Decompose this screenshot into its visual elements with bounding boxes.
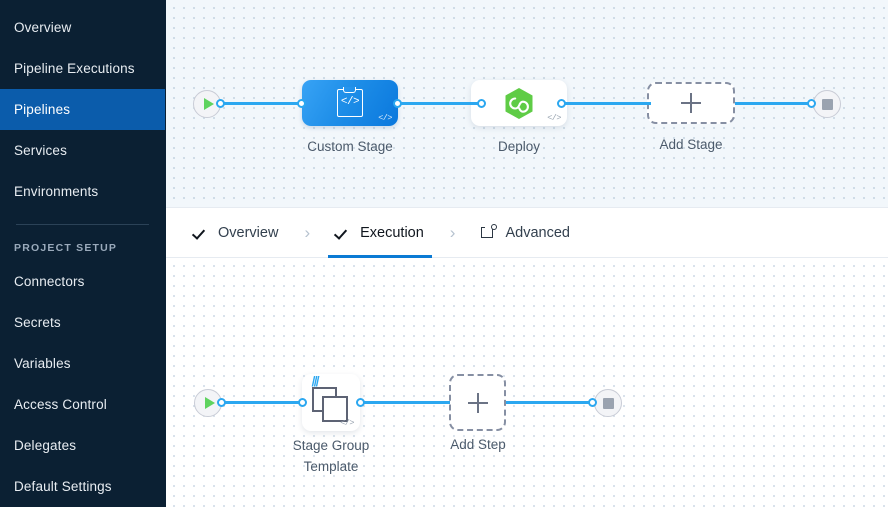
- tab-advanced[interactable]: Advanced: [473, 207, 578, 258]
- stage-config-tabs: Overview › Execution › Advanced: [166, 207, 888, 258]
- sidebar-item-label: Access Control: [14, 397, 107, 412]
- sidebar-item-services[interactable]: Services: [0, 130, 165, 171]
- check-icon: [336, 225, 351, 240]
- add-stage-button[interactable]: [647, 82, 735, 124]
- sidebar-item-variables[interactable]: Variables: [0, 343, 165, 384]
- sidebar-item-label: Delegates: [14, 438, 77, 453]
- tab-separator-icon: ›: [449, 223, 456, 242]
- step-end-connector-dot[interactable]: [588, 398, 597, 407]
- check-icon: [194, 225, 209, 240]
- stage-start-connector-dot[interactable]: [216, 99, 225, 108]
- sidebar-divider: [16, 224, 149, 225]
- template-output-dot[interactable]: [356, 398, 365, 407]
- edge-step-start-to-template: [221, 401, 304, 404]
- stacked-squares-icon: |||: [311, 375, 351, 423]
- stop-icon: [602, 397, 614, 409]
- tab-label: Overview: [218, 224, 279, 241]
- sidebar-item-label: Connectors: [14, 274, 85, 289]
- custom-stage-input-dot[interactable]: [297, 99, 306, 108]
- deploy-output-dot[interactable]: [557, 99, 566, 108]
- sidebar-section-project-setup: PROJECT SETUP: [14, 242, 118, 254]
- sidebar-item-label: Environments: [14, 184, 99, 199]
- edge-deploy-to-add-stage: [561, 102, 651, 105]
- sidebar-item-secrets[interactable]: Secrets: [0, 302, 165, 343]
- step-node-label-stage-group-template: Stage Group Template: [292, 438, 370, 474]
- sidebar-item-pipelines[interactable]: Pipelines: [0, 89, 165, 130]
- template-code-icon: </>: [337, 87, 363, 117]
- stage-node-custom-stage[interactable]: </> </>: [302, 80, 398, 126]
- step-end-node[interactable]: [594, 389, 622, 417]
- sidebar-item-overview[interactable]: Overview: [0, 7, 165, 48]
- sidebar-item-label: Pipelines: [14, 102, 71, 117]
- template-badge-icon: </>: [340, 418, 354, 428]
- stage-node-deploy[interactable]: </>: [471, 80, 567, 126]
- stage-node-label-custom-stage: Custom Stage: [307, 139, 393, 154]
- edge-start-to-custom-stage: [220, 102, 303, 105]
- template-badge-icon: </>: [378, 113, 392, 123]
- deploy-input-dot[interactable]: [477, 99, 486, 108]
- main-canvas-area: </> </> Custom Stage </> Deploy: [166, 0, 888, 507]
- sidebar-item-label: Variables: [14, 356, 71, 371]
- sidebar-item-label: Default Settings: [14, 479, 112, 494]
- sidebar: Overview Pipeline Executions Pipelines S…: [0, 0, 166, 507]
- add-stage-label: Add Stage: [659, 137, 723, 152]
- custom-stage-output-dot[interactable]: [393, 99, 402, 108]
- stage-node-label-deploy: Deploy: [497, 139, 541, 154]
- step-node-stage-group-template[interactable]: ||| </>: [302, 374, 360, 431]
- tab-execution[interactable]: Execution: [328, 207, 432, 258]
- tab-label: Execution: [360, 224, 424, 241]
- execution-step-canvas[interactable]: ||| </> Stage Group Template Add Step: [166, 258, 888, 507]
- sidebar-item-label: Overview: [14, 20, 72, 35]
- sidebar-item-label: Secrets: [14, 315, 61, 330]
- sidebar-item-label: Services: [14, 143, 67, 158]
- plus-icon: [467, 392, 488, 413]
- template-input-dot[interactable]: [298, 398, 307, 407]
- edge-add-stage-to-end: [735, 102, 813, 105]
- play-icon: [203, 98, 214, 110]
- tab-overview[interactable]: Overview: [186, 207, 286, 258]
- sidebar-item-connectors[interactable]: Connectors: [0, 261, 165, 302]
- sidebar-item-environments[interactable]: Environments: [0, 171, 165, 212]
- sidebar-item-default-settings[interactable]: Default Settings: [0, 466, 165, 507]
- stage-canvas[interactable]: </> </> Custom Stage </> Deploy: [166, 0, 888, 207]
- tab-separator-icon: ›: [304, 223, 311, 242]
- add-step-label: Add Step: [450, 437, 506, 452]
- deploy-template-badge-icon: </>: [547, 113, 561, 123]
- stop-icon: [821, 98, 833, 110]
- step-start-connector-dot[interactable]: [217, 398, 226, 407]
- harness-hexagon-icon: [504, 87, 534, 120]
- play-icon: [204, 397, 215, 409]
- edge-custom-stage-to-deploy: [397, 102, 483, 105]
- sidebar-item-access-control[interactable]: Access Control: [0, 384, 165, 425]
- sidebar-item-delegates[interactable]: Delegates: [0, 425, 165, 466]
- stage-end-node[interactable]: [813, 90, 841, 118]
- tab-label: Advanced: [505, 224, 570, 241]
- plus-icon: [681, 93, 701, 113]
- sidebar-item-pipeline-executions[interactable]: Pipeline Executions: [0, 48, 165, 89]
- advanced-gear-box-icon: [481, 224, 498, 240]
- edge-template-to-add-step: [360, 401, 450, 404]
- stage-end-connector-dot[interactable]: [807, 99, 816, 108]
- sidebar-item-label: Pipeline Executions: [14, 61, 135, 76]
- edge-add-step-to-end: [506, 401, 594, 404]
- add-step-button[interactable]: [449, 374, 506, 431]
